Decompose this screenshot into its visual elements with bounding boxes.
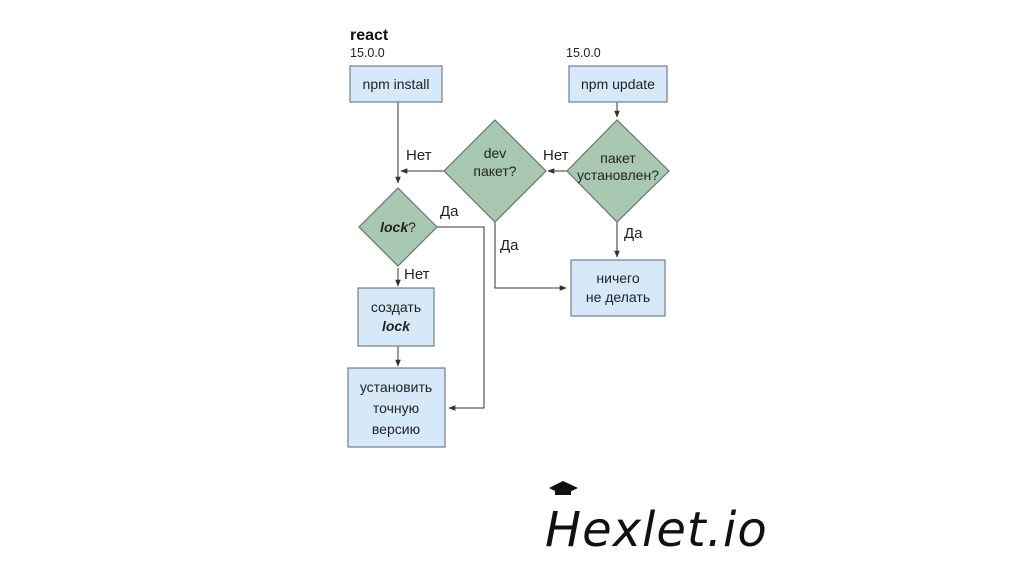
node-do-nothing: ничего не делать [570,259,666,317]
create-lock-label-1: создать [371,299,421,315]
install-exact-label-1: установить [360,379,432,395]
node-package-installed: пакет установлен? [566,119,670,223]
npm-update-label: npm update [581,76,655,92]
node-npm-update: npm update [568,65,668,103]
edge-label-installed-no: Нет [543,147,569,164]
version-left: 15.0.0 [350,46,385,60]
version-right: 15.0.0 [566,46,601,60]
node-install-exact: установить точную версию [347,367,446,448]
lock-word: lock [380,219,409,235]
dev-label-2: пакет? [473,163,516,179]
install-exact-label-2: точную [373,400,419,416]
dev-label-1: dev [484,145,507,161]
node-npm-install: npm install [349,65,443,103]
lock-qmark: ? [408,219,416,235]
edge-label-lock-no: Нет [404,266,430,283]
installed-label-1: пакет [600,150,636,166]
connectors [395,102,620,411]
do-nothing-label-2: не делать [586,289,650,305]
edge-dev-yes [494,222,567,291]
logo-text: Hexlet.io [545,502,768,558]
node-create-lock: создать lock [357,287,435,347]
npm-install-label: npm install [363,76,430,92]
edge-label-lock-yes: Да [440,203,459,220]
edge-label-dev-no: Нет [406,147,432,164]
diagram-title: react [350,27,389,44]
install-exact-label-3: версию [372,421,420,437]
graduation-cap-icon [549,481,578,495]
installed-label-2: установлен? [577,167,659,183]
edge-label-dev-yes: Да [500,237,519,254]
node-dev-package: dev пакет? [443,119,547,223]
hexlet-logo: Hexlet.io [545,481,768,558]
edge-lock-yes [437,226,485,411]
create-lock-label-2: lock [382,318,411,334]
lock-question-label: lock? [380,219,416,235]
do-nothing-label-1: ничего [596,270,639,286]
edge-label-installed-yes: Да [624,225,643,242]
node-lock-question: lock? [358,187,438,267]
